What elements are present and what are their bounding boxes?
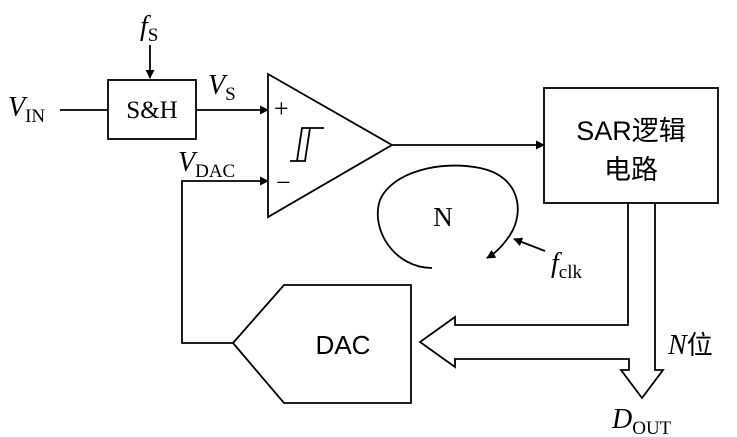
vdac-label: VDAC	[178, 147, 235, 182]
dac-feedback-wire	[181, 176, 269, 344]
dac-label: DAC	[316, 330, 371, 360]
dac-block	[231, 284, 412, 404]
digital-output-bus	[418, 203, 665, 400]
sar-logic-label-line1: SAR逻辑	[576, 116, 686, 146]
hysteresis-icon	[290, 127, 324, 162]
dout-label: DOUT	[611, 404, 672, 437]
n-cycle-loop	[376, 164, 519, 269]
vs-label: VS	[208, 70, 236, 105]
fs-label: fS	[140, 11, 158, 46]
sar-logic-label-line2: 电路	[604, 155, 658, 185]
sar-logic-block	[543, 87, 719, 204]
n-cycle-label: N	[433, 202, 453, 232]
n-bits-label: N位	[667, 330, 713, 361]
comparator-minus: −	[276, 168, 291, 197]
vin-label: VIN	[8, 92, 45, 127]
comparator	[267, 72, 394, 219]
fclk-arrow	[513, 237, 546, 252]
sample-hold-label: S&H	[126, 97, 177, 124]
fclk-label: fclk	[551, 248, 582, 283]
comparator-plus: +	[274, 94, 289, 123]
